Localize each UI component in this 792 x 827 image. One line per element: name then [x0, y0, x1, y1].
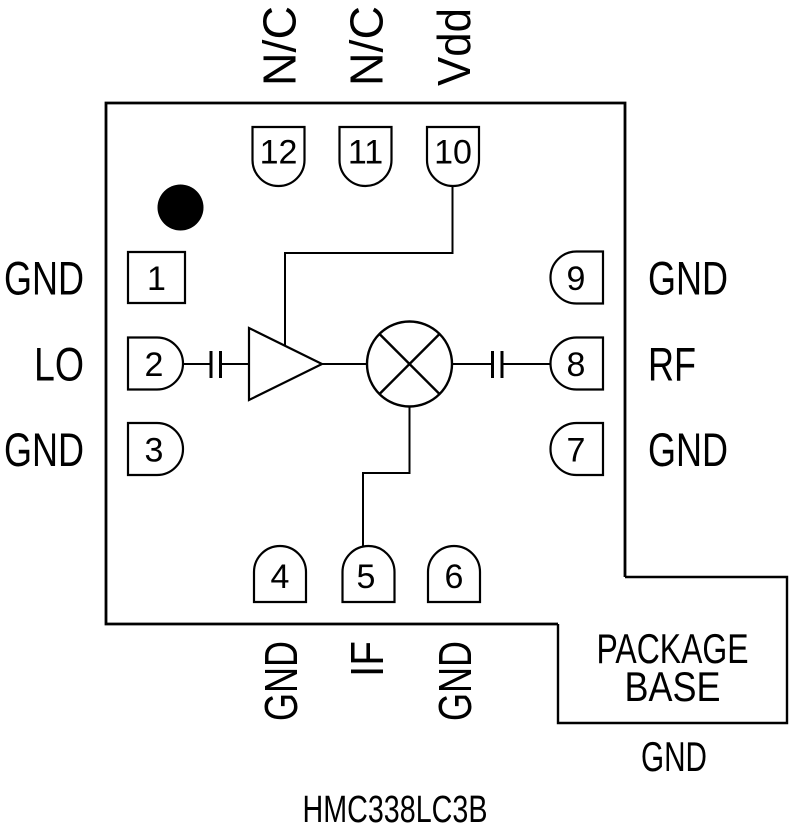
pin-8-pad — [549, 336, 605, 391]
mixer-icon — [365, 320, 454, 408]
pin-7-pad — [549, 421, 605, 477]
if-output-wire — [362, 406, 411, 547]
pin-6-label: GND — [429, 641, 481, 721]
pin-7-number: 7 — [567, 432, 586, 470]
package-base-label-line2: BASE — [625, 663, 721, 710]
rf-capacitor-icon — [491, 351, 504, 378]
pin-3-pad — [126, 421, 185, 477]
mixer-circle — [365, 320, 454, 408]
pin-5-label: IF — [341, 641, 393, 677]
pin1-indicator-dot-icon — [157, 184, 204, 231]
pin-11-label: N/C — [341, 6, 393, 86]
pin-5-number: 5 — [357, 558, 376, 596]
pin-9-number: 9 — [567, 260, 586, 298]
pin-1-number: 1 — [147, 260, 166, 298]
pin-9-pad — [549, 250, 605, 305]
pin-11-number: 11 — [348, 134, 383, 172]
chip-title: HMC338LC3B — [303, 789, 488, 827]
mixer-x-stroke — [378, 333, 441, 395]
pin-12-number: 12 — [260, 134, 298, 172]
pin-10-pad — [425, 125, 481, 188]
amplifier-icon — [247, 326, 325, 402]
pin-1-label: GND — [4, 252, 84, 305]
pin-4-number: 4 — [271, 558, 290, 596]
pin-2-label: LO — [34, 338, 84, 391]
pin-3-number: 3 — [145, 432, 164, 470]
pin-2-pad — [126, 336, 185, 391]
pin-2-number: 2 — [145, 346, 164, 384]
pin-4-pad — [252, 544, 308, 604]
pin-1-pad — [126, 250, 187, 305]
pin-5-pad — [341, 544, 396, 604]
package-outline — [104, 101, 627, 626]
lo-capacitor-icon — [209, 351, 222, 378]
pin-10-number: 10 — [434, 134, 472, 172]
pin-6-pad — [426, 544, 482, 604]
package-base-box — [556, 575, 789, 725]
pin-12-pad — [251, 125, 306, 188]
pin-12-label: N/C — [254, 6, 306, 86]
pin-6-number: 6 — [445, 558, 464, 596]
pin-3-label: GND — [4, 423, 84, 476]
pin-4-label: GND — [255, 641, 307, 721]
pin-11-pad — [338, 125, 393, 188]
pin-10-label: Vdd — [428, 8, 480, 86]
package-base-label-line1: PACKAGE — [597, 625, 749, 672]
pin-9-label: GND — [648, 252, 728, 305]
pin-8-label: RF — [648, 338, 696, 391]
pin-8-number: 8 — [567, 346, 586, 384]
pin-7-label: GND — [648, 423, 728, 476]
vdd-supply-wire — [284, 186, 454, 346]
package-base-ground-label: GND — [641, 733, 707, 780]
